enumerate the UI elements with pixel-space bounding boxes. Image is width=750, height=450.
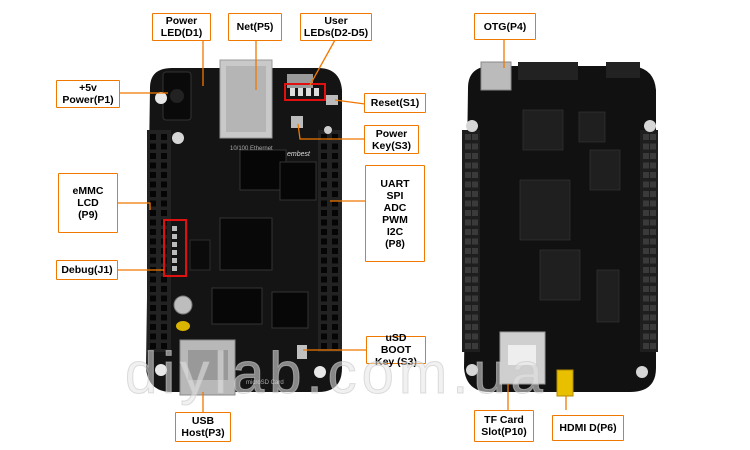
callout-usd-boot: uSD BOOT Key (S3) [366,332,426,368]
callout-power-key: Power Key(S3) [364,125,419,154]
callout-usb-host: USB Host(P3) [175,412,231,442]
callout-power-5v: +5v Power(P1) [56,80,120,108]
callout-hdmi: HDMI D(P6) [552,415,624,441]
microsd-silk: microSD Card [246,380,284,386]
header-p9 [147,130,171,352]
callout-user-leds: User LEDs(D2-D5) [300,13,372,41]
board-bottom-side [462,61,658,397]
callout-debug: Debug(J1) [56,260,118,280]
hdmi-port [556,369,574,397]
ethernet-silk: 10/100 Ethernet [230,146,273,152]
callout-net: Net(P5) [228,13,282,41]
header-p8 [318,130,342,352]
callout-otg: OTG(P4) [474,13,536,40]
callout-power-led: Power LED(D1) [152,13,211,41]
logo-silk: embest [287,151,311,158]
otg-port [480,61,512,91]
callout-tf-card: TF Card Slot(P10) [474,410,534,442]
callout-uart: UART SPI ADC PWM I2C (P8) [365,165,425,262]
user-leds-marker [284,83,326,101]
debug-marker [163,219,187,277]
board-top-side: 10/100 Ethernet embest microSD Card [146,59,342,396]
callout-emmc: eMMC LCD (P9) [58,173,118,233]
callout-reset: Reset(S1) [364,93,426,113]
